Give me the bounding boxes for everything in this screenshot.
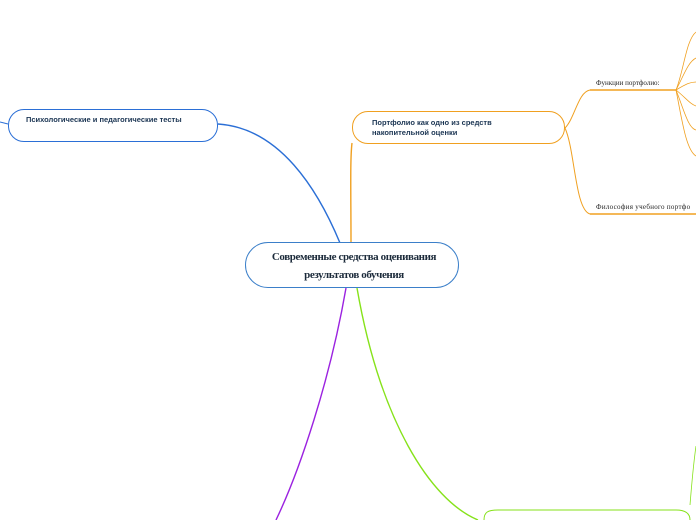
- subtopic-functions[interactable]: Функции портфолио:: [596, 79, 660, 87]
- functions-fan: [675, 31, 696, 157]
- green-node-edge: [483, 509, 691, 520]
- central-topic-line2: результатов обучения: [304, 269, 404, 281]
- connector-philosophy: [564, 127, 591, 215]
- topic-portfolio-label: Портфолио как одно из средств накопитель…: [372, 118, 492, 137]
- central-topic-node[interactable]: [245, 242, 459, 288]
- subtopic-philosophy[interactable]: Философия учебного портфо: [596, 203, 691, 211]
- connector-psych-tests: [217, 123, 341, 244]
- psych-left-connector: [0, 121, 9, 125]
- central-topic-label: Современные средства оценивания результа…: [254, 248, 454, 284]
- connector-portfolio: [350, 142, 353, 244]
- connector-green-branch: [356, 287, 479, 520]
- central-topic-line1: Современные средства оценивания: [271, 251, 437, 263]
- green-fan: [689, 445, 696, 506]
- connector-functions: [564, 89, 591, 129]
- connector-purple-branch: [275, 287, 347, 520]
- topic-portfolio-node[interactable]: [352, 111, 565, 144]
- topic-psych-tests-node[interactable]: [8, 109, 218, 142]
- topic-psych-tests-label: Психологические и педагогические тесты: [26, 115, 182, 124]
